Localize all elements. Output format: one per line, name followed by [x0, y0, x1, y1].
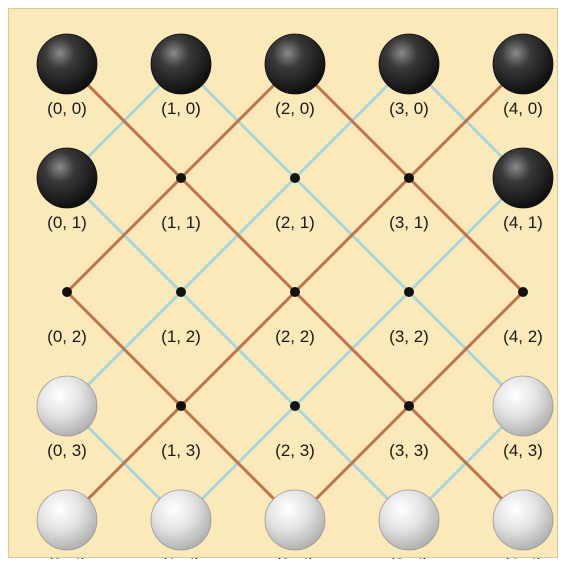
board-background: (0, 0) (1, 0) (2, 0) (3, 0) (4, 0) (0, 1) (1, …	[8, 8, 558, 559]
coord-label-1-2: (1, 2)	[161, 327, 201, 346]
black-piece-4-0	[492, 33, 554, 95]
node-dot-2-3	[290, 401, 300, 411]
coord-label-3-3: (3, 3)	[389, 441, 429, 460]
black-piece-1-0	[150, 33, 212, 95]
coord-label-0-3: (0, 3)	[47, 441, 87, 460]
coord-label-3-0: (3, 0)	[389, 99, 429, 118]
coord-label-3-1: (3, 1)	[389, 213, 429, 232]
black-piece-3-0	[378, 33, 440, 95]
coord-label-1-3: (1, 3)	[161, 441, 201, 460]
white-piece-2-4	[264, 489, 326, 551]
white-piece-1-4	[150, 489, 212, 551]
coord-label-3-4: (3, 4)	[389, 555, 429, 559]
node-dot-4-2	[518, 287, 528, 297]
coord-label-0-2: (0, 2)	[47, 327, 87, 346]
node-dot-3-3	[404, 401, 414, 411]
white-piece-3-4	[378, 489, 440, 551]
node-dot-3-1	[404, 173, 414, 183]
coord-label-1-1: (1, 1)	[161, 213, 201, 232]
labels-group: (0, 0) (1, 0) (2, 0) (3, 0) (4, 0) (0, 1) (1, …	[47, 99, 543, 559]
node-dot-0-2	[62, 287, 72, 297]
coord-label-0-1: (0, 1)	[47, 213, 87, 232]
coord-label-4-3: (4, 3)	[503, 441, 543, 460]
node-dot-1-1	[176, 173, 186, 183]
coord-label-2-2: (2, 2)	[275, 327, 315, 346]
coord-label-2-4: (2, 4)	[275, 555, 315, 559]
node-dot-2-1	[290, 173, 300, 183]
white-piece-0-4	[36, 489, 98, 551]
coord-label-1-0: (1, 0)	[161, 99, 201, 118]
coord-label-4-0: (4, 0)	[503, 99, 543, 118]
coord-label-1-4: (1, 4)	[161, 555, 201, 559]
coord-label-4-2: (4, 2)	[503, 327, 543, 346]
black-piece-0-0	[36, 33, 98, 95]
black-piece-2-0	[264, 33, 326, 95]
lattice-diagram: (0, 0) (1, 0) (2, 0) (3, 0) (4, 0) (0, 1) (1, …	[36, 33, 554, 559]
node-dot-2-2	[290, 287, 300, 297]
coord-label-3-2: (3, 2)	[389, 327, 429, 346]
coord-label-2-1: (2, 1)	[275, 213, 315, 232]
black-piece-0-1	[36, 147, 98, 209]
coord-label-4-1: (4, 1)	[503, 213, 543, 232]
node-dot-3-2	[404, 287, 414, 297]
coord-label-4-4: (4, 4)	[503, 555, 543, 559]
white-piece-0-3	[36, 375, 98, 437]
node-dot-1-3	[176, 401, 186, 411]
coord-label-0-0: (0, 0)	[47, 99, 87, 118]
black-piece-4-1	[492, 147, 554, 209]
coord-label-2-3: (2, 3)	[275, 441, 315, 460]
node-dot-1-2	[176, 287, 186, 297]
pieces-group	[36, 33, 554, 551]
white-piece-4-4	[492, 489, 554, 551]
coord-label-2-0: (2, 0)	[275, 99, 315, 118]
white-piece-4-3	[492, 375, 554, 437]
coord-label-0-4: (0, 4)	[47, 555, 87, 559]
